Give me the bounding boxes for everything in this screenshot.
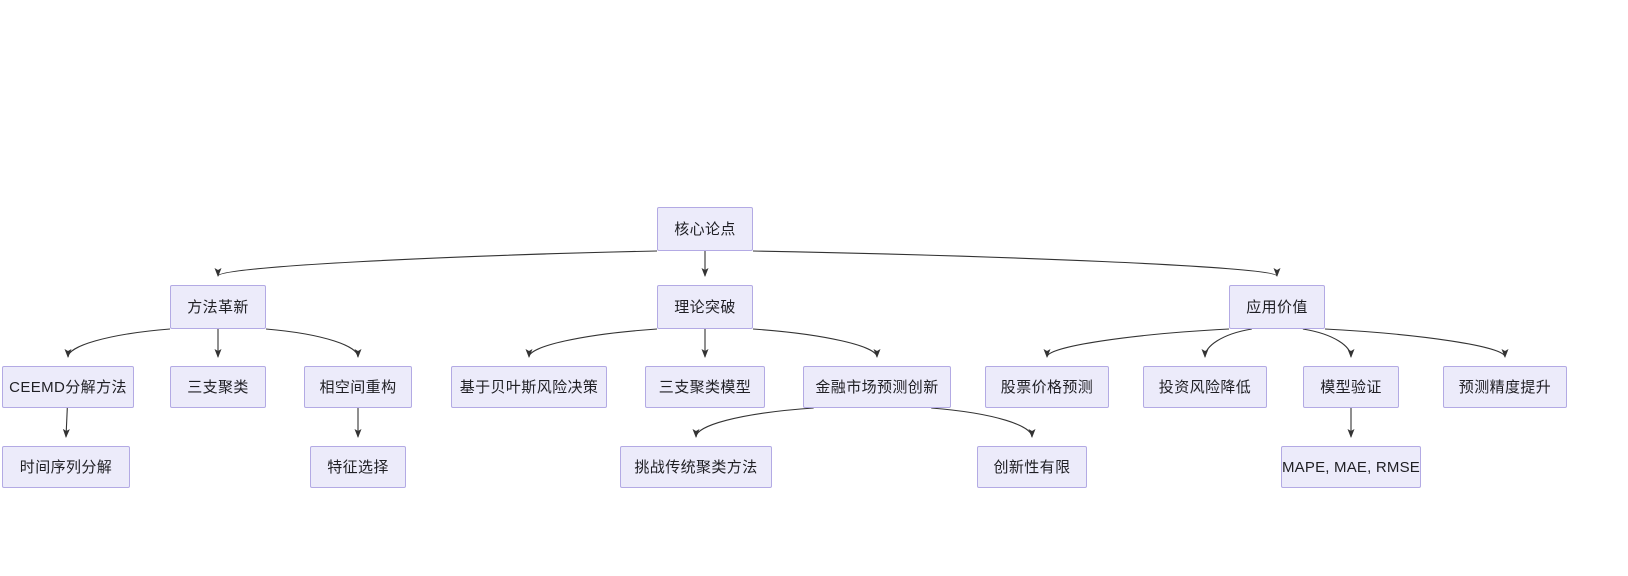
edge-c1-to-g1 <box>62 407 70 438</box>
node-label: 金融市场预测创新 <box>815 378 939 396</box>
node-label: CEEMD分解方法 <box>9 378 127 396</box>
edge-m1-to-c3 <box>265 328 362 358</box>
node-label: 挑战传统聚类方法 <box>634 458 758 476</box>
node-c7[interactable]: 股票价格预测 <box>985 366 1109 408</box>
edge-m3-to-c9 <box>1302 328 1355 358</box>
node-c3[interactable]: 相空间重构 <box>304 366 412 408</box>
node-c2[interactable]: 三支聚类 <box>170 366 266 408</box>
edge-m3-to-c8 <box>1201 328 1252 358</box>
edge-c6-to-g3 <box>692 407 814 438</box>
node-label: 核心论点 <box>674 220 736 238</box>
node-m2[interactable]: 理论突破 <box>657 285 753 329</box>
node-c6[interactable]: 金融市场预测创新 <box>803 366 951 408</box>
node-c8[interactable]: 投资风险降低 <box>1143 366 1267 408</box>
node-label: 预测精度提升 <box>1458 378 1552 396</box>
node-label: 方法革新 <box>187 298 249 316</box>
node-label: 基于贝叶斯风险决策 <box>459 378 599 396</box>
node-label: 应用价值 <box>1246 298 1308 316</box>
edge-m3-to-c7 <box>1043 328 1230 358</box>
node-label: 三支聚类 <box>187 378 249 396</box>
node-label: MAPE, MAE, RMSE <box>1281 458 1421 476</box>
edge-root-to-m1 <box>214 250 658 277</box>
edge-c6-to-g4 <box>931 407 1036 438</box>
node-c1[interactable]: CEEMD分解方法 <box>2 366 134 408</box>
node-label: 理论突破 <box>674 298 736 316</box>
node-g4[interactable]: 创新性有限 <box>977 446 1087 488</box>
node-g2[interactable]: 特征选择 <box>310 446 406 488</box>
node-m1[interactable]: 方法革新 <box>170 285 266 329</box>
node-g1[interactable]: 时间序列分解 <box>2 446 130 488</box>
edge-m2-to-c4 <box>525 328 658 358</box>
node-g3[interactable]: 挑战传统聚类方法 <box>620 446 772 488</box>
node-label: 创新性有限 <box>993 458 1071 476</box>
node-g5[interactable]: MAPE, MAE, RMSE <box>1281 446 1421 488</box>
node-label: 特征选择 <box>327 458 389 476</box>
node-c5[interactable]: 三支聚类模型 <box>645 366 765 408</box>
node-root[interactable]: 核心论点 <box>657 207 753 251</box>
node-c4[interactable]: 基于贝叶斯风险决策 <box>451 366 607 408</box>
edge-root-to-m3 <box>752 250 1281 277</box>
node-label: 模型验证 <box>1320 378 1382 396</box>
node-label: 股票价格预测 <box>1000 378 1094 396</box>
node-m3[interactable]: 应用价值 <box>1229 285 1325 329</box>
node-label: 相空间重构 <box>319 378 397 396</box>
edge-m1-to-c1 <box>64 328 171 358</box>
edge-m3-to-c10 <box>1324 328 1509 358</box>
node-label: 时间序列分解 <box>19 458 113 476</box>
edge-m2-to-c6 <box>752 328 881 358</box>
node-label: 投资风险降低 <box>1158 378 1252 396</box>
node-c9[interactable]: 模型验证 <box>1303 366 1399 408</box>
node-c10[interactable]: 预测精度提升 <box>1443 366 1567 408</box>
edge-paths <box>62 250 1509 438</box>
node-label: 三支聚类模型 <box>658 378 752 396</box>
